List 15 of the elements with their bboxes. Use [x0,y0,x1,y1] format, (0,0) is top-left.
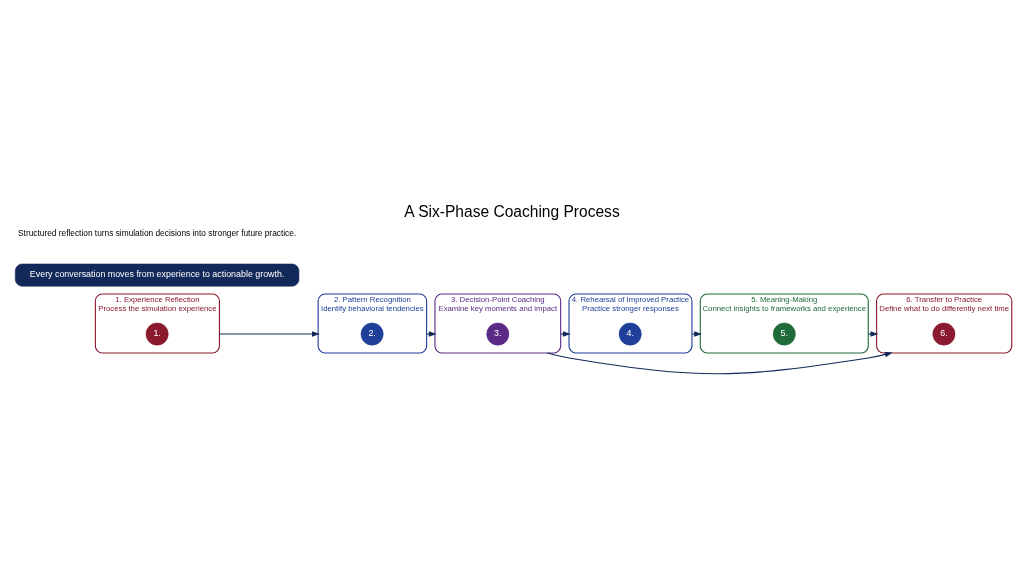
node-circle: 2. [360,322,384,346]
node-circle: 3. [486,322,510,346]
label: Structured reflection turns simulation decisions into stronger future practice. [18,227,297,238]
arrow [560,331,571,337]
arrow [426,331,437,337]
node-circle: 6. [932,322,956,346]
node-box: Every conversation moves from experience to actionable growth. [15,263,300,287]
arrow [218,331,320,337]
arrow [867,331,879,337]
arrow [547,351,893,375]
arrow [691,331,702,337]
node-circle: 1. [145,322,169,346]
node-circle: 5. [772,322,796,346]
diagram-title: A Six-Phase Coaching Process [404,202,620,220]
node-circle: 4. [618,322,642,346]
